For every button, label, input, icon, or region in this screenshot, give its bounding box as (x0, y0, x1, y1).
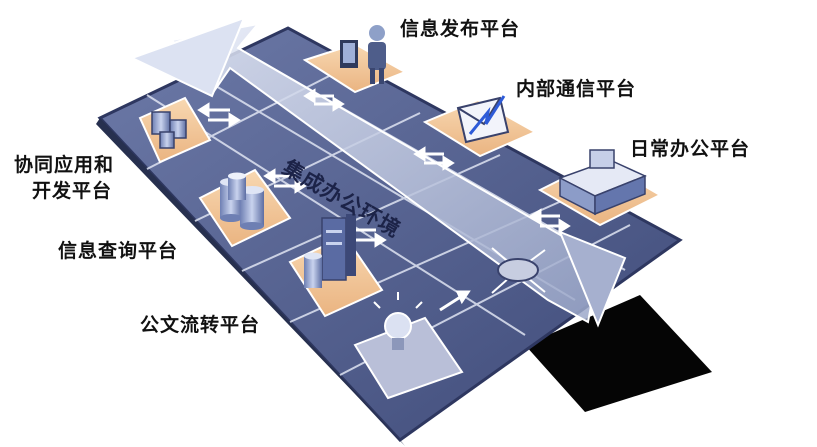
integration-arrow (129, 16, 627, 328)
label-collab-platform-line1: 协同应用和 (14, 154, 115, 176)
flow-arrow-query (263, 168, 307, 194)
arrow-body (170, 22, 602, 324)
puzzle-icon (151, 111, 187, 149)
hub-node (491, 247, 546, 294)
arrow-head-top-left (129, 16, 246, 98)
flow-arrow-collab (197, 102, 241, 128)
building-icon (558, 149, 647, 216)
presenter-icon (340, 25, 386, 84)
flow-arrow-daily (529, 208, 571, 234)
flow-arrow-publish (303, 88, 345, 112)
database-icon (220, 172, 264, 230)
flow-arrow-internal (413, 146, 455, 171)
flow-arrow-lightbulb (439, 290, 471, 312)
label-document-platform: 公文流转平台 (140, 314, 261, 336)
mail-lightning-icon (456, 95, 510, 144)
label-query-platform: 信息查询平台 (58, 240, 179, 262)
label-internal-comm-platform: 内部通信平台 (516, 78, 637, 100)
shadow-beam (525, 295, 712, 412)
label-collab-platform-line2: 开发平台 (32, 180, 113, 202)
board-edge (96, 118, 405, 446)
lightbulb-icon (373, 292, 423, 350)
label-publish-platform: 信息发布平台 (400, 18, 521, 40)
arrow-head-bottom-right (558, 230, 627, 328)
label-daily-office-platform: 日常办公平台 (630, 138, 751, 160)
server-icon (304, 214, 356, 288)
